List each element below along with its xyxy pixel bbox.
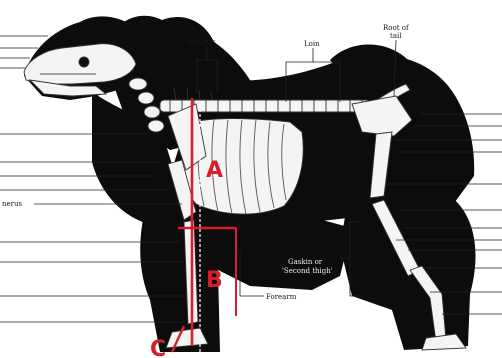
label-withers: Withers (188, 38, 216, 46)
measure-mark-b: B (206, 268, 223, 293)
label-loin: Loin (304, 40, 320, 48)
label-root-of-tail-2: tail (390, 32, 402, 40)
measure-mark-c: C (150, 337, 166, 358)
label-humerus: nerus (2, 200, 23, 208)
measure-mark-a: A (206, 158, 223, 183)
label-forearm: Forearm (266, 293, 297, 301)
label-gaskin-2: 'Second thigh' (282, 267, 333, 275)
label-gaskin-1: Gaskin or (288, 258, 323, 266)
label-root-of-tail-1: Root of (383, 24, 410, 32)
